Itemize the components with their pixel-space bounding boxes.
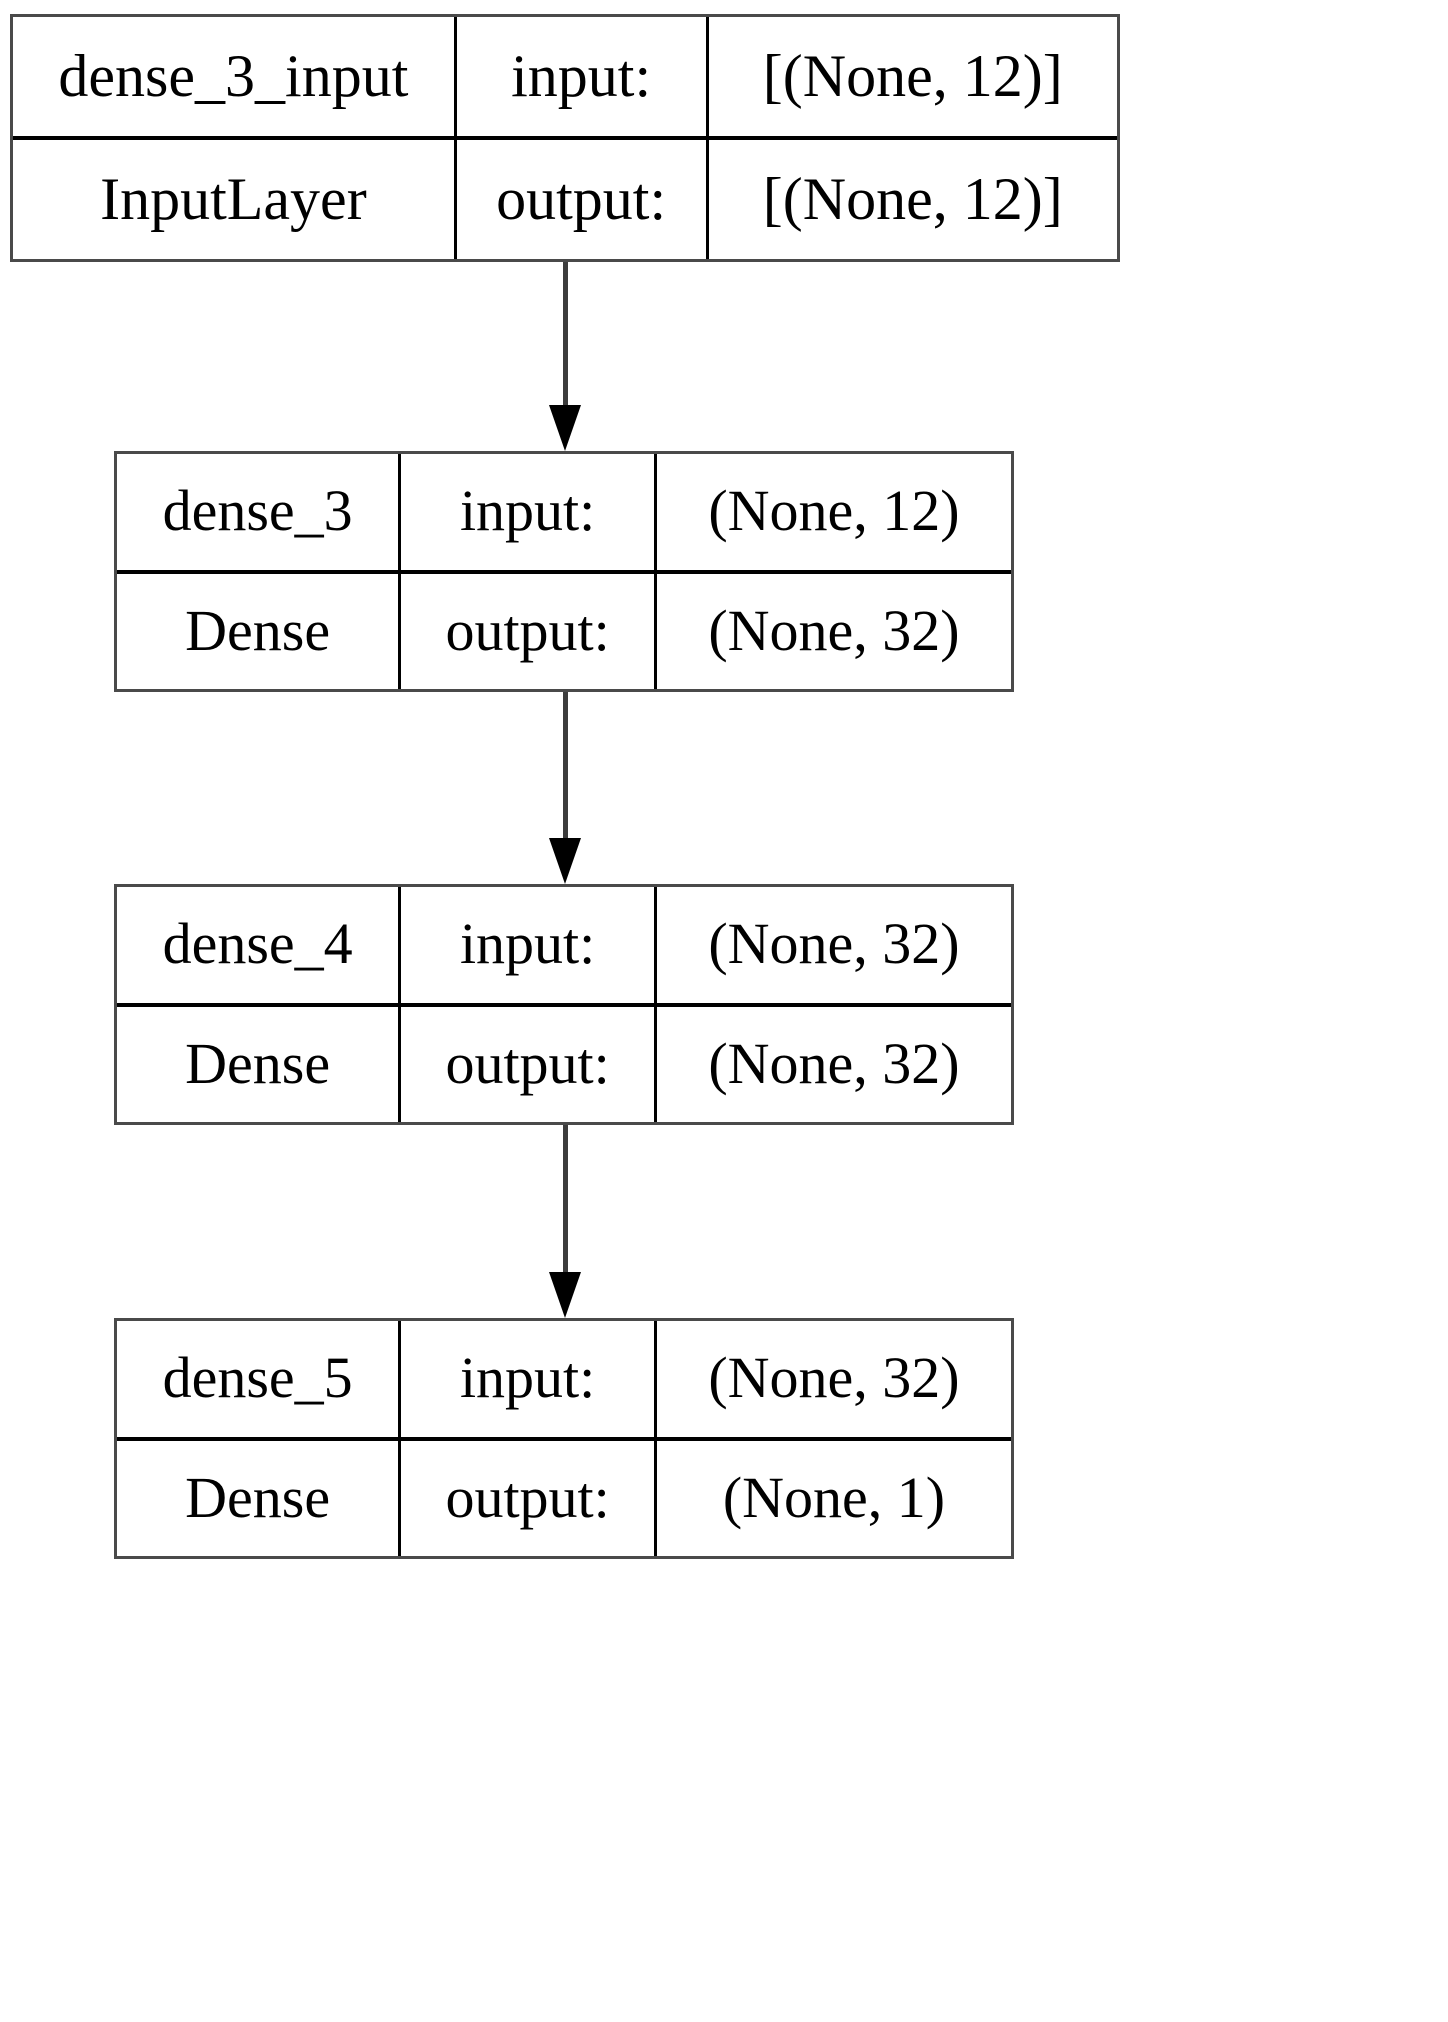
layer-name: dense_3	[117, 454, 402, 570]
input-shape: (None, 32)	[708, 1345, 960, 1411]
layer-type: InputLayer	[13, 140, 457, 259]
layer-node-dense-3-input: dense_3_input input: [(None, 12)] InputL…	[10, 14, 1120, 262]
input-label: input:	[457, 17, 709, 136]
output-label: output:	[401, 1006, 657, 1122]
edge-line	[563, 262, 568, 407]
output-label: output:	[457, 140, 709, 259]
output-shape: [(None, 12)]	[762, 166, 1063, 232]
input-shape: (None, 32)	[708, 911, 960, 977]
arrowhead-icon	[549, 838, 581, 884]
edge-line	[563, 692, 568, 840]
layer-type: Dense	[117, 1440, 402, 1556]
layer-name: dense_5	[117, 1321, 402, 1437]
input-shape: (None, 12)	[708, 478, 960, 544]
input-label: input:	[401, 454, 657, 570]
layer-type: Dense	[117, 573, 402, 689]
layer-node-dense-5: dense_5 input: (None, 32) Dense output: …	[114, 1318, 1014, 1559]
layer-node-dense-3: dense_3 input: (None, 12) Dense output: …	[114, 451, 1014, 692]
layer-node-output-row: Dense output: (None, 32)	[117, 1006, 1011, 1122]
output-shape: (None, 32)	[708, 597, 960, 663]
arrowhead-icon	[549, 405, 581, 451]
output-label: output:	[401, 573, 657, 689]
output-shape: (None, 1)	[722, 1464, 946, 1530]
layer-node-input-row: dense_3_input input: [(None, 12)]	[13, 17, 1117, 140]
layer-node-output-row: InputLayer output: [(None, 12)]	[13, 140, 1117, 259]
output-shape: (None, 32)	[708, 1030, 960, 1096]
input-label: input:	[401, 887, 657, 1003]
layer-node-output-row: Dense output: (None, 32)	[117, 573, 1011, 689]
layer-node-input-row: dense_4 input: (None, 32)	[117, 887, 1011, 1007]
layer-node-input-row: dense_3 input: (None, 12)	[117, 454, 1011, 574]
input-shape: [(None, 12)]	[762, 43, 1063, 109]
output-label: output:	[401, 1440, 657, 1556]
layer-node-input-row: dense_5 input: (None, 32)	[117, 1321, 1011, 1441]
layer-node-dense-4: dense_4 input: (None, 32) Dense output: …	[114, 884, 1014, 1125]
layer-type: Dense	[117, 1006, 402, 1122]
layer-name: dense_3_input	[13, 17, 457, 136]
arrowhead-icon	[549, 1272, 581, 1318]
input-label: input:	[401, 1321, 657, 1437]
layer-node-output-row: Dense output: (None, 1)	[117, 1440, 1011, 1556]
edge-line	[563, 1125, 568, 1274]
layer-name: dense_4	[117, 887, 402, 1003]
